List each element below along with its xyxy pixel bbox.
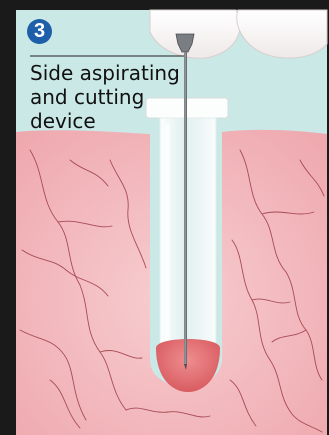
cannula-highlight <box>165 124 170 344</box>
device-caption: Side aspirating and cutting device <box>30 61 200 133</box>
numbered-circle-icon: 3 <box>34 20 45 42</box>
step-number-badge: 3 <box>27 19 52 44</box>
caption-line: device <box>30 109 200 133</box>
caption-line: and cutting <box>30 85 200 109</box>
caption-line: Side aspirating <box>30 61 200 85</box>
